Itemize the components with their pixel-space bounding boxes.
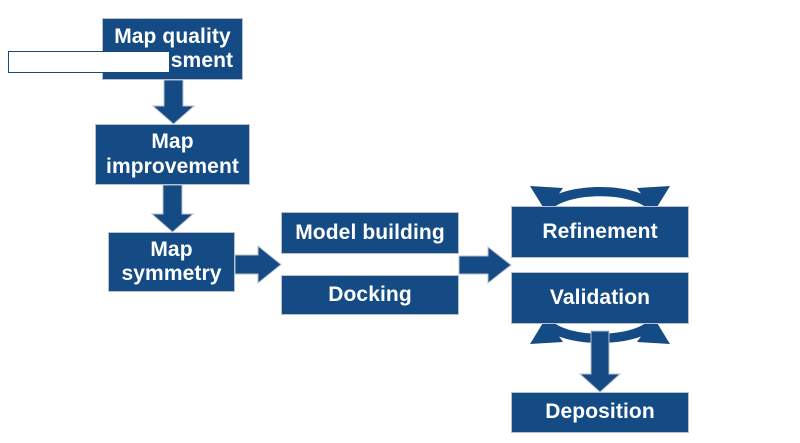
arrow-improvement-to-symmetry	[150, 184, 195, 233]
arrow-symmetry-to-model-building	[234, 244, 282, 285]
node-docking[interactable]: Docking	[281, 275, 459, 315]
arrow-cycle-to-deposition	[578, 330, 622, 393]
node-label: Model building	[295, 220, 445, 244]
node-map-symmetry[interactable]: Map symmetry	[108, 232, 235, 292]
node-label: Refinement	[542, 219, 658, 243]
node-label: Deposition	[545, 400, 655, 424]
node-model-building[interactable]: Model building	[281, 212, 459, 254]
node-label: Validation	[549, 285, 651, 309]
node-label-line1: Map quality	[114, 24, 231, 48]
node-label: Docking	[328, 282, 412, 306]
node-label-line2: symmetry	[121, 262, 222, 285]
arrow-quality-to-improvement	[151, 79, 196, 125]
node-deposition[interactable]: Deposition	[511, 392, 689, 433]
node-map-improvement[interactable]: Map improvement	[95, 124, 250, 185]
node-label-line1: Map	[151, 130, 194, 154]
node-validation[interactable]: Validation	[511, 272, 689, 324]
arrow-model-building-to-refinement	[458, 245, 512, 285]
cycle-separator	[8, 51, 170, 73]
node-refinement[interactable]: Refinement	[511, 206, 689, 258]
node-label-line2: improvement	[106, 154, 239, 178]
node-label-line1: Map	[150, 237, 193, 261]
